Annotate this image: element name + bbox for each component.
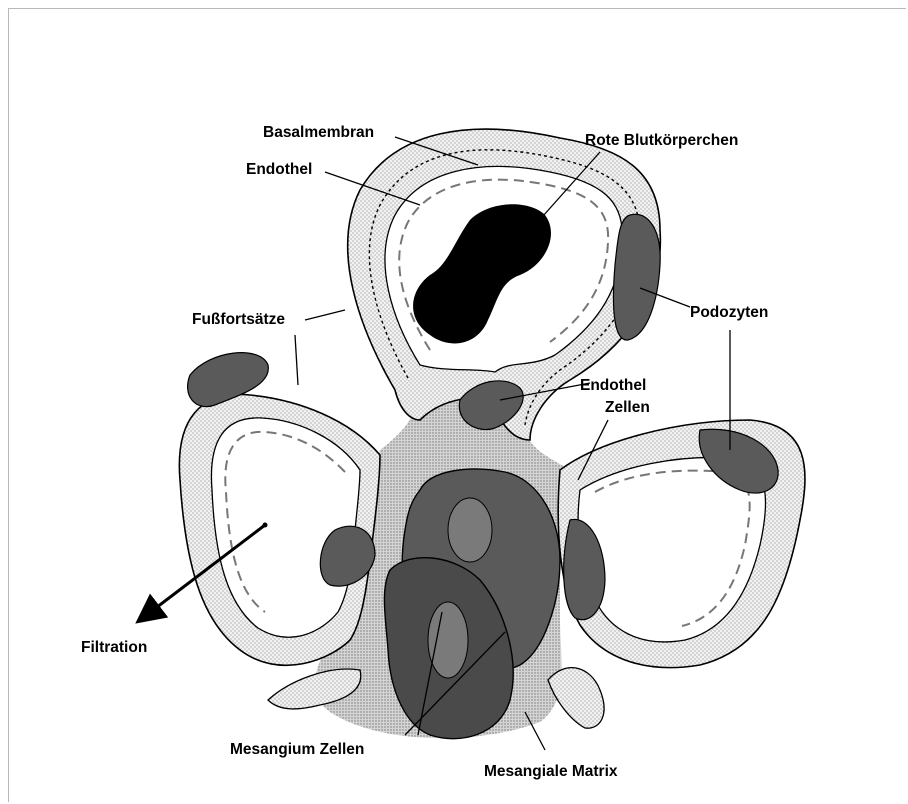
bottom-right-fragment (548, 668, 604, 729)
mesangial-nucleus-1 (448, 498, 492, 562)
label-mesangium-zellen: Mesangium Zellen (230, 741, 364, 758)
label-mesangiale-matrix: Mesangiale Matrix (484, 763, 618, 780)
label-basalmembran: Basalmembran (263, 124, 374, 141)
label-filtration: Filtration (81, 639, 147, 656)
leader-fussfortsaetze-1 (305, 310, 345, 320)
filtration-arrow-origin (263, 523, 268, 528)
podocyte-top-right (613, 214, 660, 340)
label-endothel: Endothel (246, 161, 312, 178)
mesangial-nucleus-2 (428, 602, 468, 678)
label-endothel-zellen-1: Endothel (580, 377, 646, 394)
leader-fussfortsaetze-2 (295, 335, 298, 385)
label-podozyten: Podozyten (690, 304, 768, 321)
label-endothel-zellen-2: Zellen (605, 399, 650, 416)
label-fussfortsaetze: Fußfortsätze (192, 311, 285, 328)
label-rote-blutkoerperchen: Rote Blutkörperchen (585, 132, 738, 149)
